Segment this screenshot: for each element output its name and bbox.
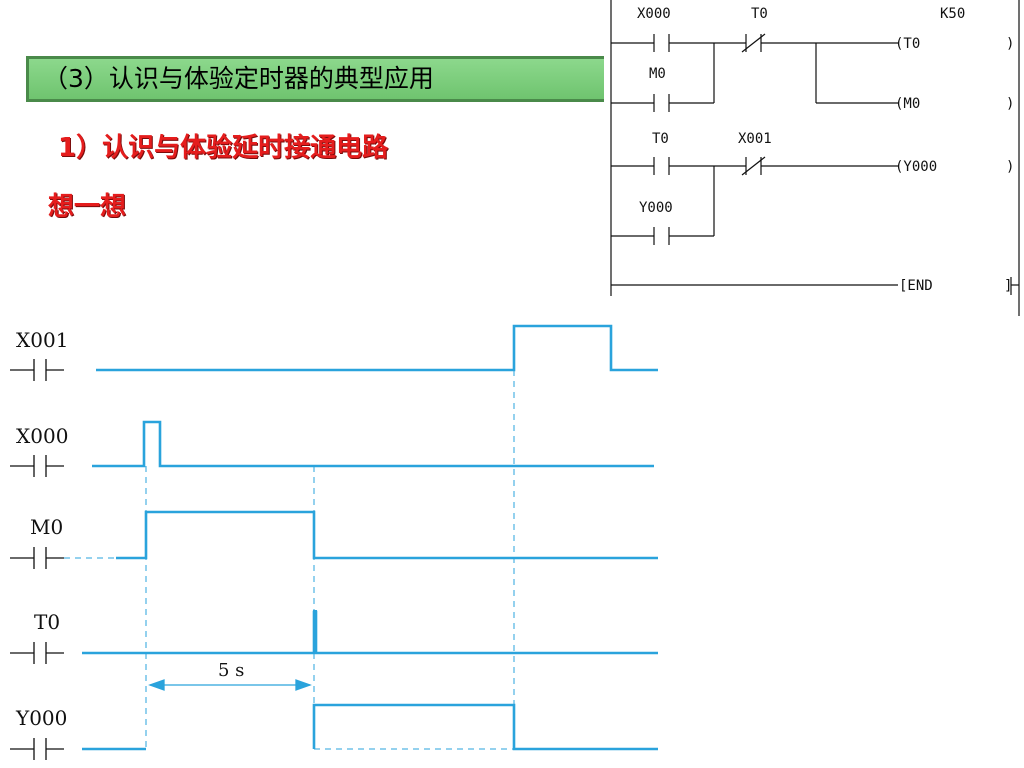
contact-symbol-y000	[10, 738, 64, 760]
label-x000: X000	[637, 6, 671, 22]
signal-label-t0: T0	[34, 610, 60, 634]
coil-m0-label: (M0	[895, 96, 920, 112]
interval-arrow	[148, 679, 312, 691]
waveform-t0	[82, 610, 658, 655]
subsection-title: 1）认识与体验延时接通电路	[58, 133, 389, 163]
coil-t0-close: )	[1006, 36, 1014, 52]
contact-symbol-x000	[10, 455, 64, 477]
contact-symbol-m0	[10, 547, 64, 569]
contact-x000	[653, 34, 670, 52]
signal-label-x001: X001	[16, 328, 68, 352]
waveform-contact-symbols	[10, 359, 64, 760]
rung-1	[611, 33, 899, 53]
waveform-x001	[96, 324, 658, 372]
label-y000: Y000	[639, 200, 673, 216]
ladder-diagram	[610, 0, 1020, 316]
signal-label-y000: Y000	[15, 706, 67, 730]
coil-end-close: ]	[1004, 278, 1012, 294]
interval-label: 5 s	[218, 660, 244, 681]
label-t0: T0	[652, 131, 669, 147]
label-k50: K50	[940, 6, 965, 22]
rung-end	[611, 277, 1019, 295]
contact-m0	[653, 94, 670, 112]
coil-y000-label: (Y000	[895, 159, 937, 175]
label-m0: M0	[649, 66, 666, 82]
section-title: （3）认识与体验定时器的典型应用	[26, 56, 604, 102]
waveform-m0	[116, 510, 658, 560]
signal-label-m0: M0	[30, 515, 63, 539]
signal-label-x000: X000	[16, 424, 68, 448]
waveform-y000-pulse	[312, 703, 658, 751]
waveform-x000	[92, 420, 654, 468]
waveforms	[82, 324, 658, 751]
contact-symbol-x001	[10, 359, 64, 381]
coil-m0-close: )	[1006, 96, 1014, 112]
coil-t0-label: (T0	[895, 36, 920, 52]
contact-t0	[653, 157, 670, 175]
rung-4	[611, 166, 715, 245]
label-t0-nc: T0	[751, 6, 768, 22]
contact-y000	[653, 227, 670, 245]
timing-reference-lines	[64, 370, 515, 750]
think-prompt: 想一想	[48, 192, 127, 222]
rung-3	[611, 156, 898, 176]
contact-symbol-t0	[10, 642, 64, 664]
label-x001: X001	[738, 131, 772, 147]
coil-y000-close: )	[1006, 159, 1014, 175]
timing-diagram: X001 X000 M0 T0 Y000	[10, 324, 658, 760]
rung-2	[611, 43, 898, 112]
coil-end-label: [END	[899, 278, 933, 294]
